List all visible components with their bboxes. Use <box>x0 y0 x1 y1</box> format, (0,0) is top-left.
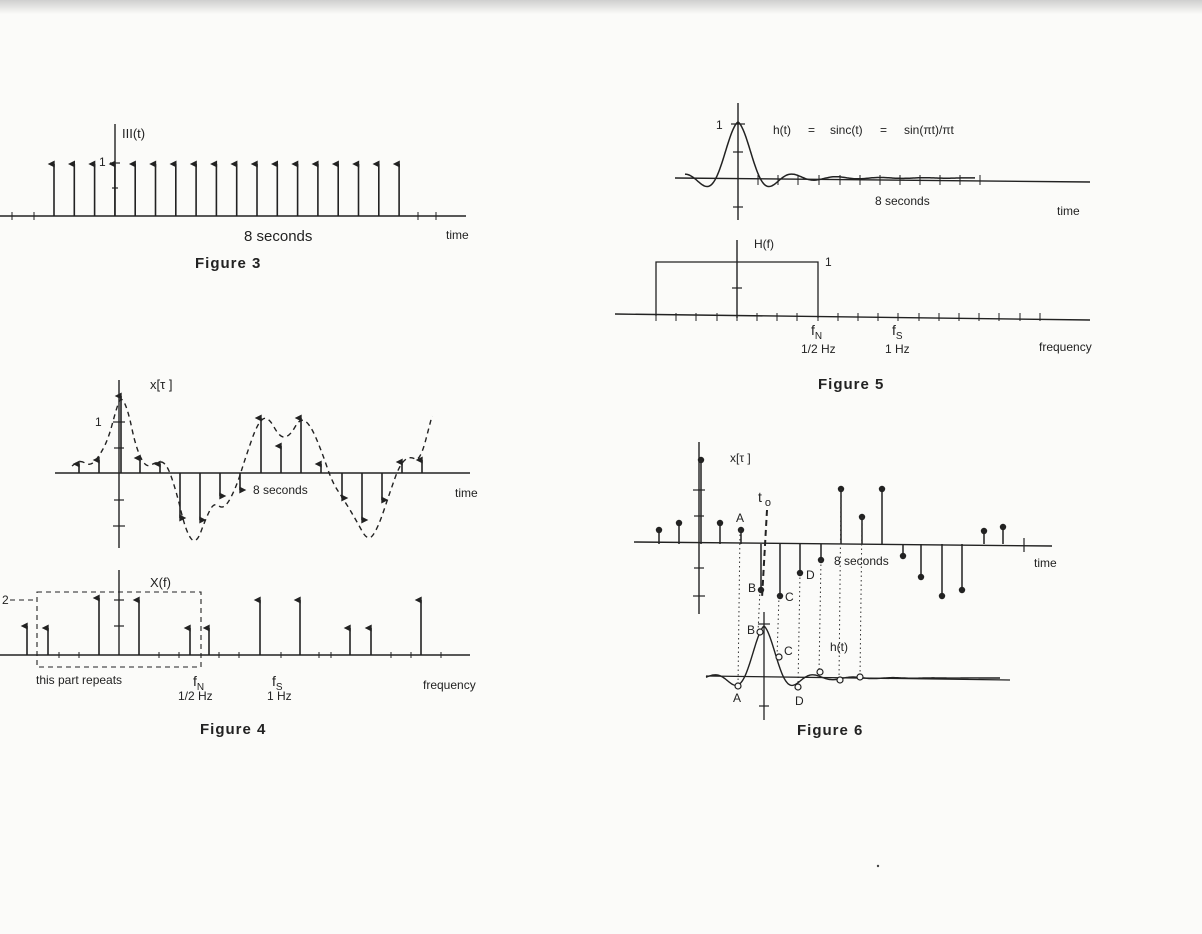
fig4-fn-value: 1/2 Hz <box>178 689 213 703</box>
fig5-rect-window <box>655 261 819 318</box>
fig4-amplitude-label: 2 <box>2 593 9 607</box>
fig6-sample-dot <box>980 527 988 535</box>
fig6-label-A-top: A <box>736 511 744 525</box>
fig6-kernel-point <box>816 668 824 676</box>
fig6-sinc-kernel <box>705 625 1000 687</box>
fig6-sample-dot <box>917 573 925 581</box>
fig6-xtau-label: x[τ ] <box>730 451 751 465</box>
fig5-caption: Figure 5 <box>818 376 884 393</box>
fig4-unit-label: 1 <box>95 415 102 429</box>
fig6-t0-line <box>761 509 768 599</box>
fig4-dashed-signal <box>71 398 433 542</box>
fig5-equals-2: = <box>880 123 887 137</box>
fig6-sample-dot <box>999 523 1007 531</box>
scan-edge <box>0 0 1202 14</box>
fig6-label-B-top: B <box>748 581 756 595</box>
fig3-period-label: 8 seconds <box>244 228 312 245</box>
fig6-sample-dot <box>737 526 745 534</box>
scan-speck <box>876 864 880 868</box>
fig4-repeat-box <box>36 591 202 668</box>
fig6-kernel-point <box>775 653 783 661</box>
fig6-sample-dot <box>938 592 946 600</box>
fig6-projection-lines <box>737 488 863 688</box>
fig6-label-D-top: D <box>806 568 815 582</box>
fig5-formula-sin: sin(πt)/πt <box>904 123 955 137</box>
fig6-kernel-samples <box>734 628 864 691</box>
fig5-peak-label: 1 <box>716 118 723 132</box>
fig5-fn-label: fN <box>811 322 822 342</box>
fig3-unit-label: 1 <box>99 155 106 169</box>
fig6-sample-dot <box>958 586 966 594</box>
fig4-Xf-label: X(f) <box>150 575 171 590</box>
fig5-period-label: 8 seconds <box>875 194 930 208</box>
fig4-period-label: 8 seconds <box>253 483 308 497</box>
fig6-label-B-bottom: B <box>747 623 755 637</box>
fig6-projection <box>797 572 801 688</box>
fig5-frequency-label: frequency <box>1039 340 1092 354</box>
figure-4-spectrum: X(f) 2 this part repeats fN 1/2 Hz fS 1 … <box>0 570 476 738</box>
fig6-sample-dot <box>697 456 705 464</box>
fig4-caption: Figure 4 <box>200 721 266 738</box>
fig5-time-axis <box>674 177 1091 183</box>
fig6-sample-dot <box>776 592 784 600</box>
fig6-time-label: time <box>1034 556 1057 570</box>
fig4-fn-label: fN <box>193 673 204 693</box>
fig6-kernel-point <box>836 676 844 684</box>
fig6-h-label: h(t) <box>830 640 848 654</box>
fig6-sample-dot <box>675 519 683 527</box>
fig6-label-D-bottom: D <box>795 694 804 708</box>
fig5-sinc-curve <box>684 121 975 188</box>
fig6-sample-dot <box>878 485 886 493</box>
fig3-caption: Figure 3 <box>195 255 261 272</box>
figure-5-sinc: 1 h(t) = sinc(t) = sin(πt)/πt 8 seconds … <box>674 103 1091 220</box>
fig6-kernel-point <box>734 682 742 690</box>
fig5-formula-h: h(t) <box>773 123 791 137</box>
fig3-impulses <box>47 160 400 216</box>
figure-4-sampled-signal: x[τ ] 1 8 seconds time <box>55 377 478 548</box>
fig6-projection <box>776 595 780 658</box>
fig5-frequency-axis <box>614 313 1091 321</box>
fig6-kernel-point <box>756 628 764 636</box>
figure-3-impulse-train: III(t) 1 8 seconds time Figure 3 <box>0 124 469 272</box>
fig6-projection <box>818 559 822 673</box>
fig4-samples <box>72 392 423 524</box>
fig5-fs-value: 1 Hz <box>885 342 910 356</box>
fig6-projection <box>737 529 741 687</box>
fig4-spectral-lines <box>20 594 422 655</box>
fig4-fs-label: fS <box>272 673 283 693</box>
fig5-fs-label: fS <box>892 322 903 342</box>
fig6-time-axis <box>633 541 1053 547</box>
fig6-projection <box>838 488 842 681</box>
fig4-fs-value: 1 Hz <box>267 689 292 703</box>
fig5-fn-value: 1/2 Hz <box>801 342 836 356</box>
fig6-sample-dot <box>655 526 663 534</box>
fig3-ylabel: III(t) <box>122 126 145 141</box>
fig6-kernel-point <box>794 683 802 691</box>
fig4-time-label: time <box>455 486 478 500</box>
fig5-time-label: time <box>1057 204 1080 218</box>
fig6-kernel-point <box>856 673 864 681</box>
figure-5-rect-filter: H(f) 1 fN 1/2 Hz fS 1 Hz frequency Figur… <box>614 237 1092 393</box>
fig4-repeat-label: this part repeats <box>36 673 122 687</box>
fig6-projection <box>757 589 761 633</box>
fig6-sample-dot <box>899 552 907 560</box>
fig6-sample-dot <box>716 519 724 527</box>
fig5-equals-1: = <box>808 123 815 137</box>
fig4-xtau-label: x[τ ] <box>150 377 172 392</box>
fig6-caption: Figure 6 <box>797 722 863 739</box>
fig5-Hf-label: H(f) <box>754 237 774 251</box>
fig6-label-A-bottom: A <box>733 691 741 705</box>
fig6-period-label: 8 seconds <box>834 554 889 568</box>
fig5-gain-label: 1 <box>825 255 832 269</box>
fig3-time-label: time <box>446 228 469 242</box>
fig6-label-C-bottom: C <box>784 644 793 658</box>
fig4-frequency-label: frequency <box>423 678 476 692</box>
fig6-sample-stems <box>655 456 1007 600</box>
fig6-label-C-top: C <box>785 590 794 604</box>
fig5-formula-sinc: sinc(t) <box>830 123 863 137</box>
